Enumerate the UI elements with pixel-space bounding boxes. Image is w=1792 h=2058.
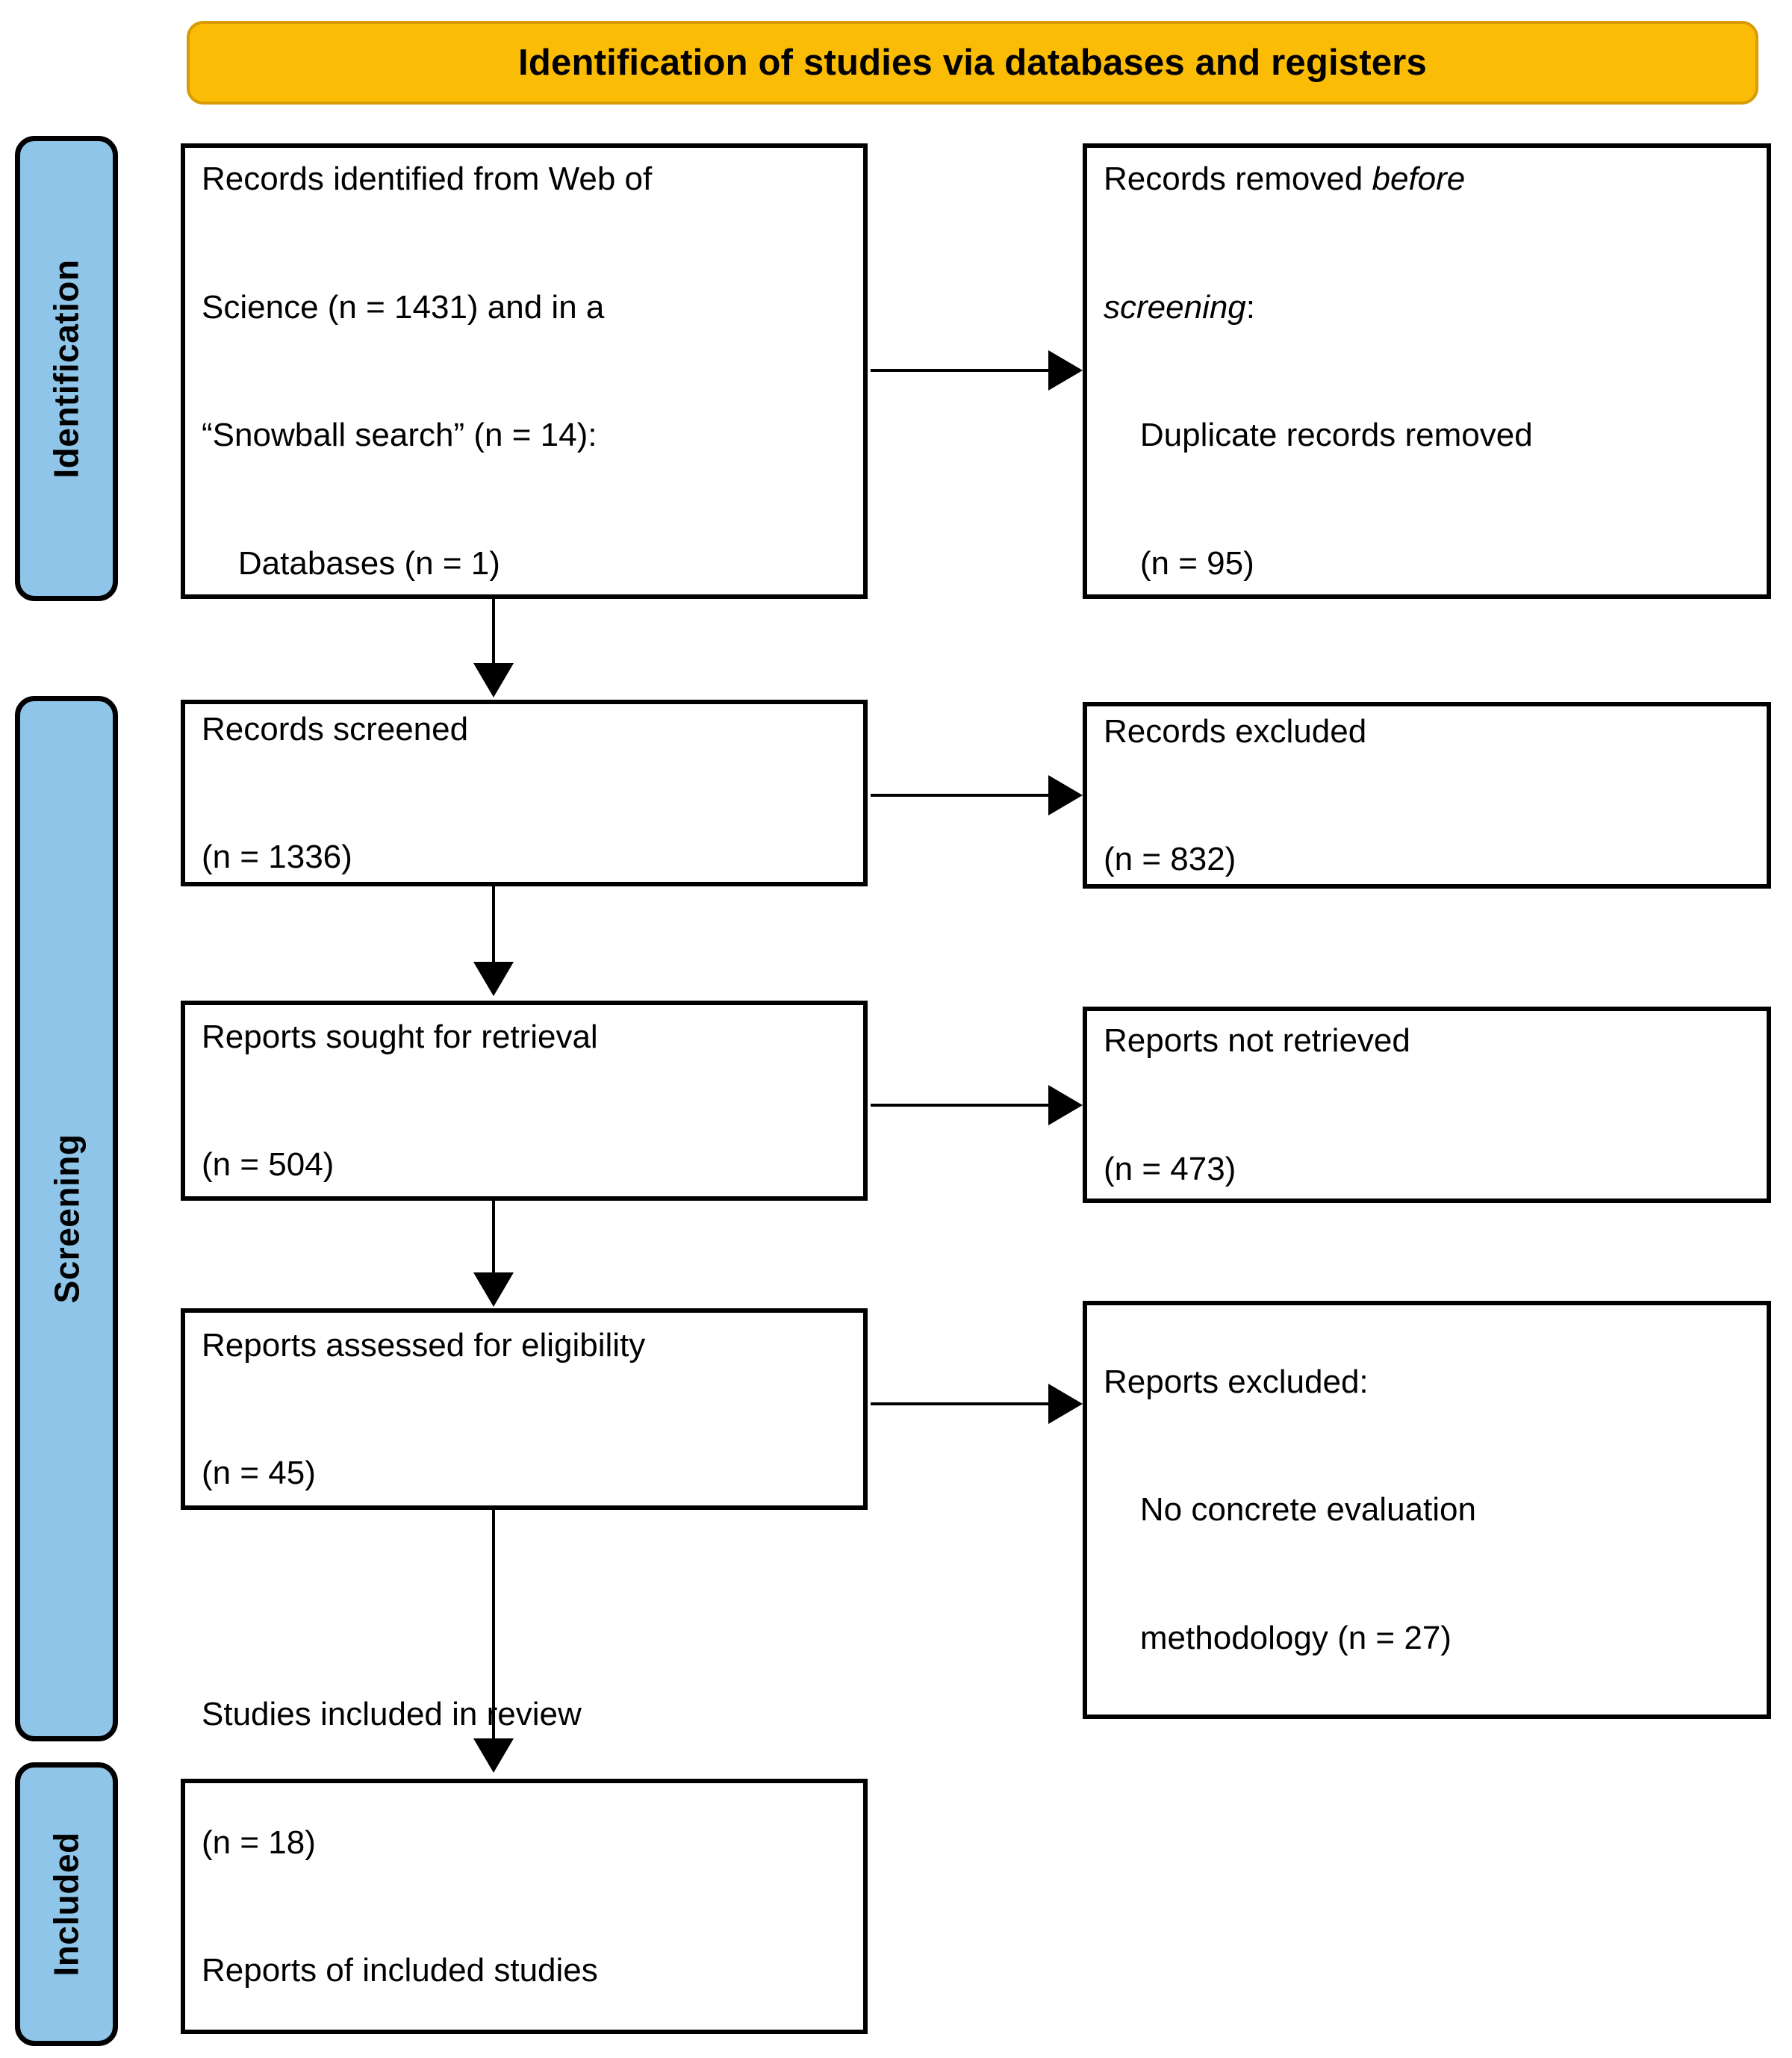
stage-label-identification-text: Identification: [47, 258, 87, 479]
box-records-identified: Records identified from Web of Science (…: [181, 143, 868, 599]
arrow-sought-to-assessed-line: [492, 1201, 495, 1275]
box-records-identified-line-4: Databases (n = 1): [202, 544, 500, 582]
box-records-identified-text: Records identified from Web of Science (…: [185, 72, 668, 671]
box-records-removed-line-1-b: before: [1372, 161, 1466, 198]
arrow-screened-to-excluded-head: [1048, 775, 1083, 815]
box-records-removed-line-3: Duplicate records removed: [1104, 417, 1533, 454]
box-reports-sought: Reports sought for retrieval (n = 504): [181, 1001, 868, 1201]
stage-label-included-text: Included: [47, 1832, 86, 1977]
box-records-screened-text: Records screened (n = 1336): [185, 622, 485, 964]
arrow-assessed-to-excluded-line: [871, 1402, 1048, 1405]
box-records-removed: Records removed before screening: Duplic…: [1083, 143, 1771, 599]
box-records-removed-line-2-b: :: [1245, 288, 1256, 326]
box-reports-excluded: Reports excluded: No concrete evaluation…: [1083, 1301, 1771, 1719]
stage-label-screening: Screening: [15, 696, 118, 1741]
box-reports-not-retrieved-line-2: (n = 473): [1104, 1150, 1236, 1187]
box-studies-included: Studies included in review (n = 18) Repo…: [181, 1696, 868, 2034]
box-reports-sought-line-2: (n = 504): [202, 1146, 335, 1184]
box-reports-assessed-text: Reports assessed for eligibility (n = 45…: [185, 1238, 662, 1580]
box-studies-included-line-1: Studies included in review: [202, 1696, 582, 1733]
box-records-screened-line-2: (n = 1336): [202, 839, 352, 876]
arrow-assessed-to-included-line: [492, 1510, 495, 1741]
box-records-excluded-line-1: Records excluded: [1104, 712, 1367, 750]
box-records-removed-line-1-a: Records removed: [1104, 161, 1372, 198]
box-reports-excluded-line-2: No concrete evaluation: [1104, 1491, 1476, 1529]
box-records-removed-text: Records removed before screening: Duplic…: [1087, 72, 1549, 671]
arrow-screened-to-sought-head: [473, 962, 514, 996]
stage-label-included: Included: [15, 1762, 118, 2046]
box-studies-included-line-3: Reports of included studies: [202, 1952, 598, 1989]
arrow-identified-to-removed-head: [1048, 350, 1083, 391]
box-reports-not-retrieved: Reports not retrieved (n = 473): [1083, 1007, 1771, 1203]
box-studies-included-text: Studies included in review (n = 18) Repo…: [185, 1608, 615, 2058]
arrow-assessed-to-excluded-head: [1048, 1384, 1083, 1424]
arrow-identified-to-screened-line: [492, 599, 495, 666]
box-reports-assessed: Reports assessed for eligibility (n = 45…: [181, 1308, 868, 1510]
box-reports-assessed-line-2: (n = 45): [202, 1455, 316, 1492]
box-records-removed-line-2-a: screening: [1104, 288, 1246, 326]
box-records-removed-line-2: screening:: [1104, 286, 1533, 329]
box-records-excluded-line-2: (n = 832): [1104, 841, 1236, 878]
box-records-screened-line-1: Records screened: [202, 710, 469, 747]
arrow-sought-to-assessed-head: [473, 1272, 514, 1307]
box-records-excluded-text: Records excluded (n = 832): [1087, 624, 1383, 966]
box-records-removed-line-4: (n = 95): [1104, 544, 1254, 582]
box-studies-included-line-2: (n = 18): [202, 1824, 316, 1861]
box-records-excluded: Records excluded (n = 832): [1083, 702, 1771, 889]
box-records-removed-line-1: Records removed before: [1104, 158, 1533, 200]
box-records-identified-line-2: Science (n = 1431) and in a: [202, 288, 605, 326]
box-reports-excluded-line-1: Reports excluded:: [1104, 1363, 1369, 1400]
box-records-identified-line-1: Records identified from Web of: [202, 161, 653, 198]
box-reports-not-retrieved-line-1: Reports not retrieved: [1104, 1022, 1410, 1060]
box-records-identified-line-3: “Snowball search” (n = 14):: [202, 417, 597, 454]
arrow-screened-to-excluded-line: [871, 794, 1048, 797]
box-reports-excluded-text: Reports excluded: No concrete evaluation…: [1087, 1275, 1493, 1744]
arrow-sought-to-not-retrieved-line: [871, 1104, 1048, 1107]
arrow-assessed-to-included-head: [473, 1738, 514, 1773]
stage-label-identification: Identification: [15, 136, 118, 601]
arrow-screened-to-sought-line: [492, 886, 495, 965]
page-title: Identification of studies via databases …: [518, 43, 1427, 83]
arrow-sought-to-not-retrieved-head: [1048, 1085, 1083, 1125]
box-reports-sought-line-1: Reports sought for retrieval: [202, 1018, 598, 1055]
diagram-header-banner: Identification of studies via databases …: [187, 21, 1758, 105]
stage-label-screening-text: Screening: [47, 1134, 87, 1304]
box-records-screened: Records screened (n = 1336): [181, 700, 868, 886]
arrow-identified-to-removed-line: [871, 369, 1048, 372]
box-reports-assessed-line-1: Reports assessed for eligibility: [202, 1326, 646, 1364]
box-reports-sought-text: Reports sought for retrieval (n = 504): [185, 930, 615, 1272]
arrow-identified-to-screened-head: [473, 663, 514, 697]
box-reports-excluded-line-3: methodology (n = 27): [1104, 1619, 1452, 1656]
box-reports-not-retrieved-text: Reports not retrieved (n = 473): [1087, 934, 1427, 1276]
